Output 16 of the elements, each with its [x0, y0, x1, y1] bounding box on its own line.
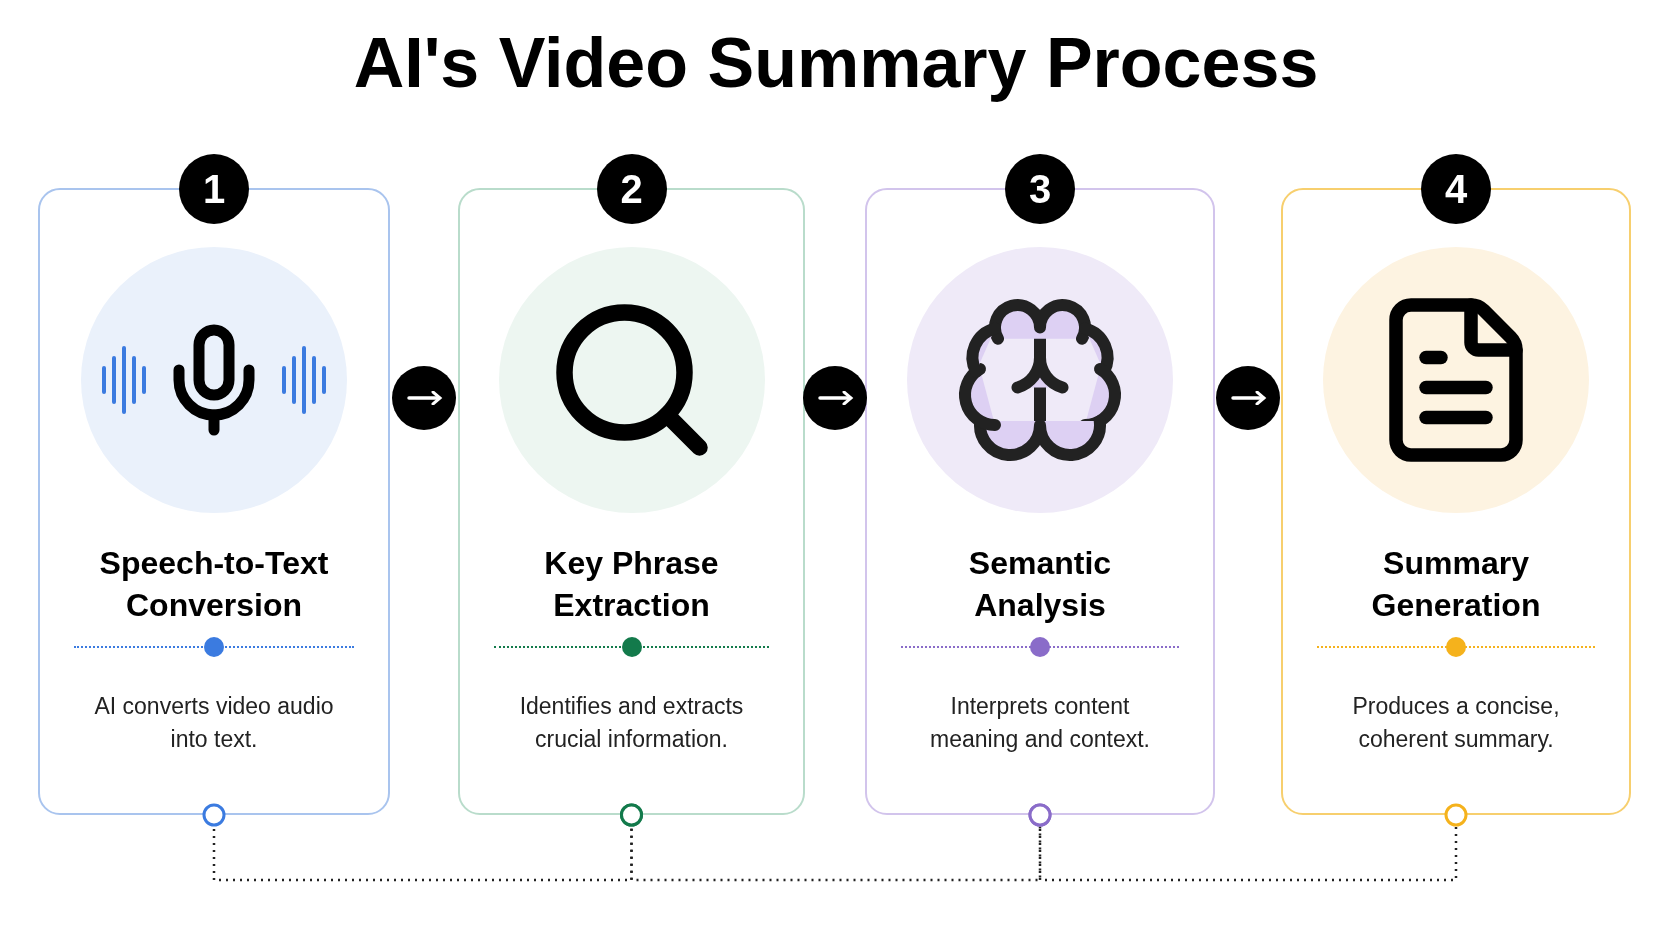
step-title: Summary Generation: [1370, 544, 1542, 625]
arrow: [392, 366, 456, 430]
arrow: [1216, 366, 1280, 430]
step-number-badge: 1: [179, 154, 249, 224]
step-title: Semantic Analysis: [967, 544, 1113, 625]
step-title: Speech-to-Text Conversion: [98, 544, 330, 625]
step-number-badge: 2: [596, 154, 667, 224]
step-number-badge: 3: [1005, 154, 1075, 224]
dotted-connector: [1028, 803, 1468, 882]
arrow: [803, 366, 867, 430]
step-description: Interprets content meaning and context.: [929, 692, 1151, 754]
step-description: Identifies and extracts crucial information.: [518, 692, 745, 754]
step-description: Produces a concise, coherent summary.: [1351, 692, 1561, 754]
step-number-badge: 4: [1421, 154, 1491, 224]
step-title: Key Phrase Extraction: [543, 544, 720, 625]
step-description: AI converts video audio into text.: [93, 692, 335, 754]
